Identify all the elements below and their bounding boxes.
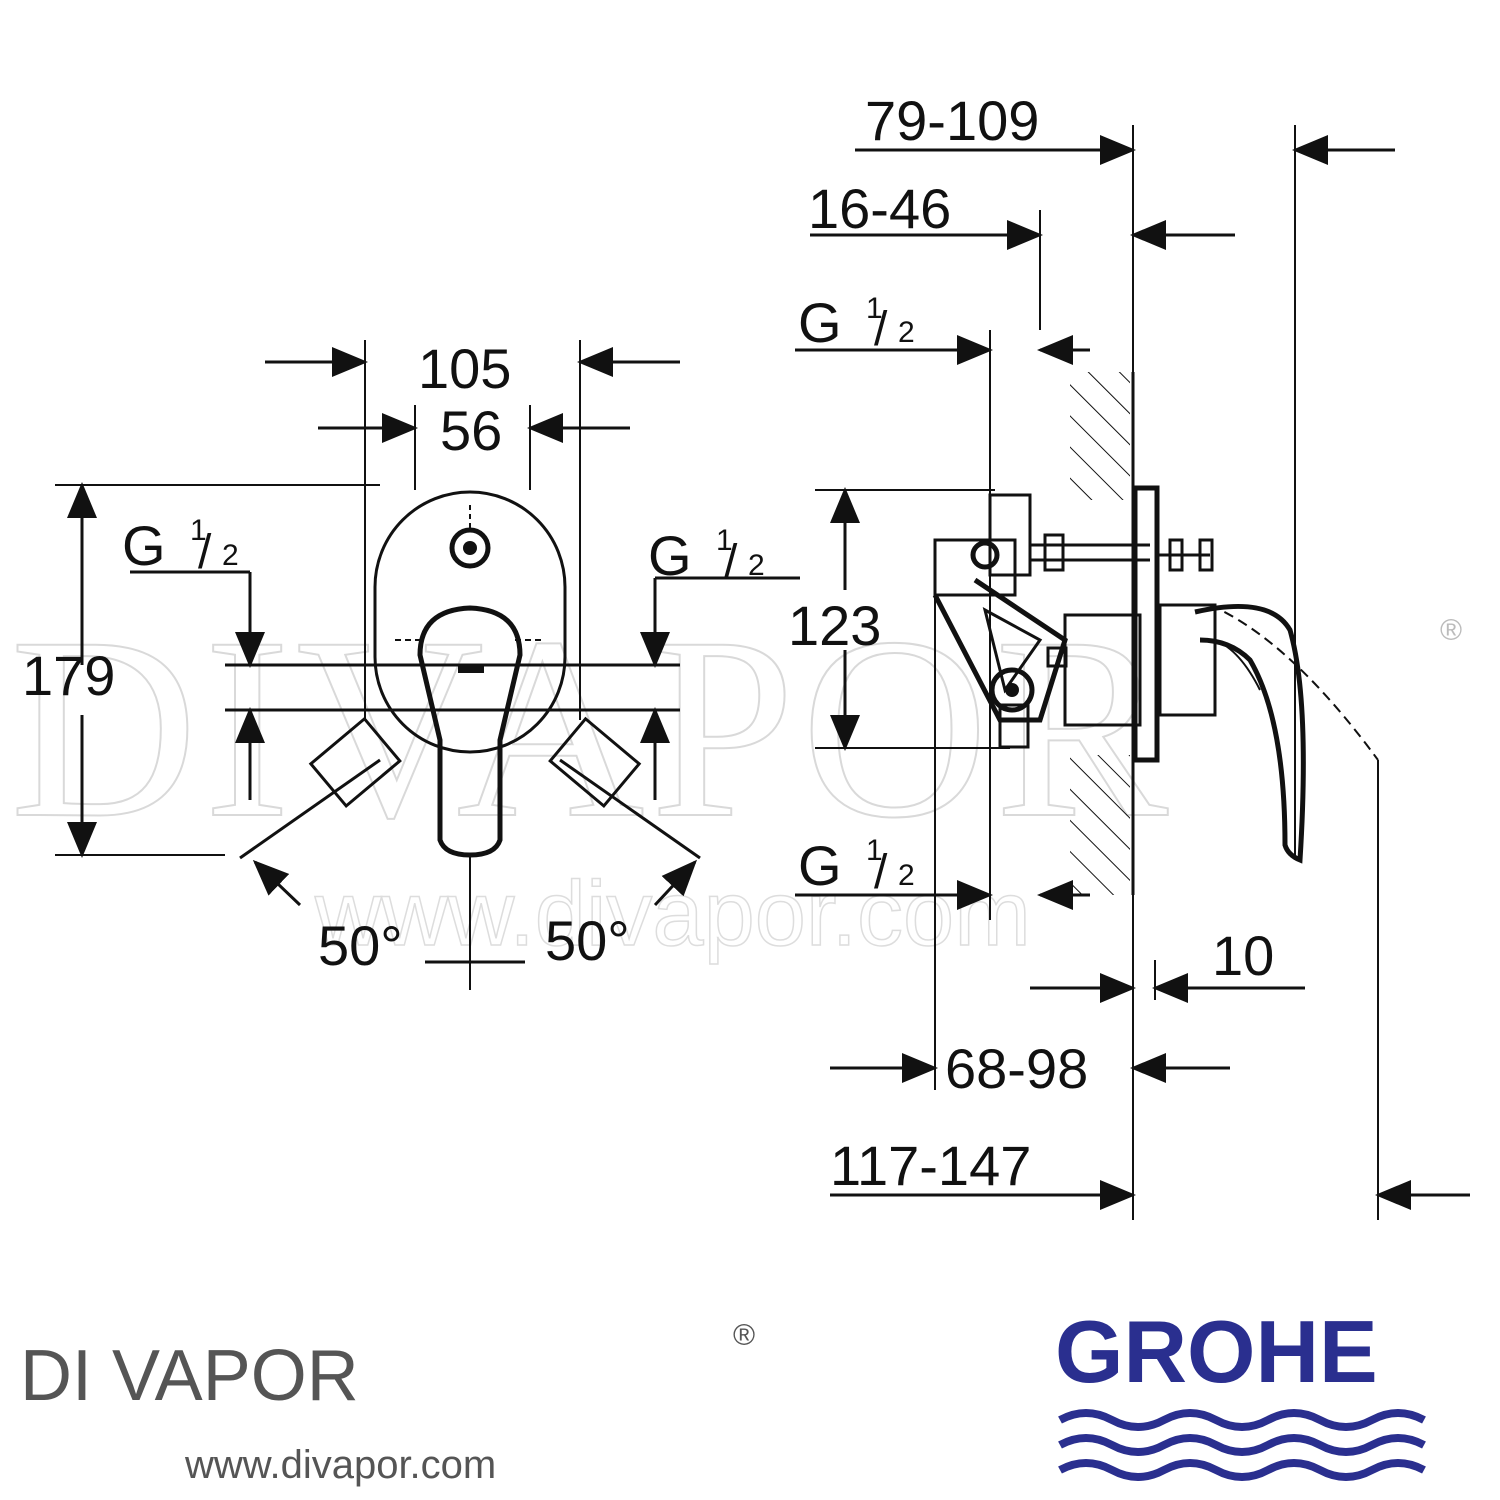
mixer-body <box>932 577 1068 723</box>
svg-text:1: 1 <box>866 834 883 867</box>
watermark: DIVAPOR ® www.divapor.com <box>9 583 1462 966</box>
svg-text:/: / <box>874 846 888 899</box>
escutcheon-plate <box>373 490 567 754</box>
svg-text:2: 2 <box>748 549 765 582</box>
wall-section-upper <box>1070 372 1130 500</box>
brand-registered: ® <box>733 1319 755 1352</box>
cover-plate <box>1132 485 1160 763</box>
svg-text:2: 2 <box>222 539 239 572</box>
dim-height-body: 123 <box>788 594 881 657</box>
dim-plate-thickness: 10 <box>1212 924 1274 987</box>
valve-inlet-block <box>988 493 1032 577</box>
lever-handle <box>417 605 523 858</box>
watermark-url: www.divapor.com <box>314 863 1031 965</box>
thread-left-g: G <box>122 514 166 577</box>
dim-depth-inner: 16-46 <box>808 177 951 240</box>
svg-text:2: 2 <box>898 859 915 892</box>
svg-text:1: 1 <box>190 514 207 547</box>
angle-left: 50° <box>318 914 403 977</box>
dim-width-inner: 56 <box>440 399 502 462</box>
svg-text:1: 1 <box>866 292 883 325</box>
handle-base <box>1158 603 1217 717</box>
grohe-waves-icon <box>1058 1409 1426 1481</box>
svg-text:2: 2 <box>898 316 915 349</box>
grohe-logo-text: GROHE <box>1055 1302 1378 1401</box>
dim-depth-overall: 79-109 <box>865 89 1039 152</box>
outlet-fitting <box>989 667 1035 713</box>
svg-text:1: 1 <box>716 524 733 557</box>
thread-bottom-g: G <box>798 834 842 897</box>
footer: DI VAPOR ® www.divapor.com GROHE <box>20 1302 1426 1487</box>
dim-width-overall: 105 <box>418 337 511 400</box>
svg-text:/: / <box>198 526 212 579</box>
diverter-knob <box>449 527 491 569</box>
svg-text:/: / <box>724 536 738 589</box>
thread-top-g: G <box>798 291 842 354</box>
angle-right: 50° <box>545 909 630 972</box>
lever-side <box>1194 604 1306 864</box>
dim-install-depth-total: 117-147 <box>830 1134 1031 1197</box>
brand-logo-text: DI VAPOR <box>20 1336 359 1416</box>
svg-text:/: / <box>874 303 888 356</box>
dim-height-overall: 179 <box>22 644 115 707</box>
watermark-registered: ® <box>1440 614 1462 647</box>
cartridge-body <box>1063 613 1142 727</box>
watermark-text: DIVAPOR <box>10 584 1174 872</box>
diverter-knob-side <box>1198 538 1214 572</box>
side-view: 79-109 16-46 G 1 / 2 123 <box>788 89 1470 1220</box>
dim-install-depth: 68-98 <box>945 1037 1088 1100</box>
brand-url: www.divapor.com <box>184 1443 496 1487</box>
wall-section-lower <box>1070 755 1130 895</box>
front-view: 105 56 179 G 1 / 2 G 1 / 2 <box>22 337 800 990</box>
